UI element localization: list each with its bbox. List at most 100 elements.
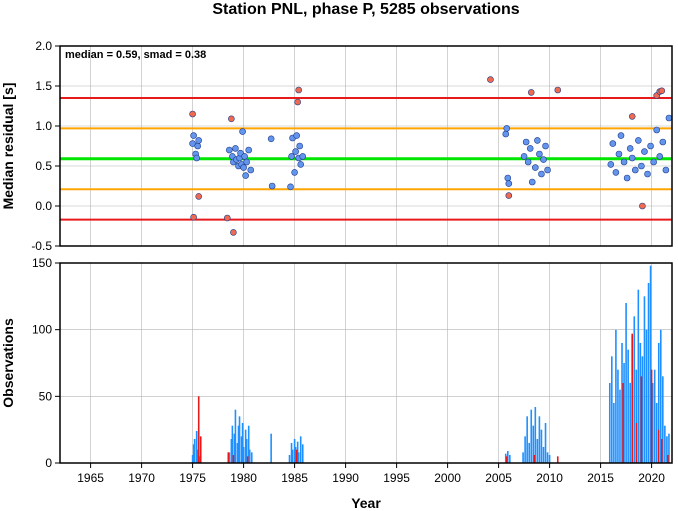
residual-point — [635, 137, 642, 144]
residual-point — [223, 214, 231, 222]
residual-point — [659, 138, 667, 146]
observation-bar — [546, 452, 549, 463]
residual-point — [522, 138, 530, 146]
observation-bar — [509, 455, 511, 463]
observation-bar — [651, 383, 654, 463]
observation-bar — [647, 283, 650, 463]
observation-bar — [667, 455, 669, 463]
observation-bar — [238, 416, 241, 463]
residual-point — [536, 150, 543, 158]
x-tick-label: 2000 — [434, 471, 461, 485]
observation-bar — [617, 369, 619, 463]
residual-point — [526, 145, 534, 152]
observation-bar — [668, 433, 670, 463]
observation-bar — [629, 383, 631, 463]
observation-bar — [631, 333, 634, 463]
observation-bar — [625, 303, 627, 463]
residual-point — [656, 153, 664, 160]
observation-bar — [232, 455, 235, 463]
observation-bar — [542, 447, 545, 463]
observation-bar — [548, 455, 551, 463]
observation-bar — [227, 452, 230, 463]
residual-point — [503, 125, 511, 132]
observation-bar — [192, 444, 195, 463]
residual-point — [505, 192, 513, 199]
observation-bar — [641, 356, 644, 463]
x-tick-label: 1975 — [179, 471, 206, 485]
residual-point — [653, 126, 661, 134]
observation-bar — [294, 447, 297, 463]
x-tick-label: 1970 — [128, 471, 155, 485]
observation-bar — [231, 425, 234, 463]
residual-y-tick-label: 0.0 — [35, 199, 52, 213]
x-tick-label: 1980 — [230, 471, 257, 485]
observation-bar — [250, 452, 253, 463]
residual-point — [294, 98, 301, 106]
residual-point — [617, 132, 625, 139]
residual-point — [267, 135, 275, 143]
observation-bar — [247, 425, 250, 463]
residual-point — [240, 164, 247, 171]
x-axis-label: Year — [351, 495, 381, 511]
observation-bar — [664, 425, 666, 463]
observation-bar — [655, 403, 658, 463]
residual-point — [607, 161, 615, 168]
residual-point — [520, 153, 528, 160]
residual-y-tick-label: 1.5 — [35, 79, 52, 93]
observation-bar — [233, 433, 236, 463]
x-tick-label: 2005 — [485, 471, 512, 485]
residual-point — [631, 166, 639, 174]
observation-bar — [649, 265, 652, 463]
residual-point — [296, 142, 304, 150]
residual-point — [228, 115, 235, 123]
observation-bar — [530, 409, 533, 463]
observation-bar — [240, 436, 243, 463]
observation-bar — [246, 456, 249, 463]
residual-point — [247, 166, 255, 174]
observation-bar — [657, 429, 660, 463]
x-tick-label: 2015 — [587, 471, 614, 485]
observation-bar — [637, 289, 640, 463]
residual-point — [528, 178, 536, 186]
residual-y-tick-label: -0.5 — [31, 239, 52, 253]
observation-bar — [198, 456, 201, 463]
observations-grid — [60, 262, 672, 464]
observation-bar — [611, 356, 613, 463]
residual-point — [662, 166, 670, 174]
residual-y-tick-label: 0.5 — [35, 159, 52, 173]
x-tick-label: 1965 — [77, 471, 104, 485]
residual-point — [243, 158, 250, 166]
residual-point — [195, 193, 203, 200]
residual-point — [542, 142, 549, 150]
observations-y-tick-label: 150 — [32, 256, 52, 270]
residual-point — [232, 145, 239, 152]
residual-point — [620, 158, 628, 166]
observation-bar — [615, 329, 617, 463]
observation-bar — [657, 343, 660, 463]
observation-bar — [195, 431, 198, 463]
observation-bar — [245, 439, 248, 463]
observation-bar — [296, 441, 299, 463]
residual-point — [609, 140, 617, 147]
observation-bar — [653, 369, 656, 463]
residual-point — [641, 148, 648, 155]
observation-bar — [613, 403, 615, 463]
residual-point — [628, 113, 636, 120]
residual-point — [293, 132, 300, 139]
observation-bar — [191, 455, 194, 463]
residual-point — [612, 169, 620, 176]
observation-bar — [621, 343, 623, 463]
observation-bar — [228, 452, 231, 463]
observation-bar — [643, 296, 646, 463]
residual-point — [647, 142, 654, 150]
observation-bar — [666, 436, 668, 463]
observations-bars — [191, 265, 670, 463]
observation-bar — [193, 439, 196, 463]
residual-point — [540, 156, 547, 163]
residual-point — [239, 128, 246, 135]
observation-bar — [288, 455, 291, 463]
observations-y-tick-label: 0 — [45, 456, 52, 470]
observation-bar — [536, 439, 539, 463]
